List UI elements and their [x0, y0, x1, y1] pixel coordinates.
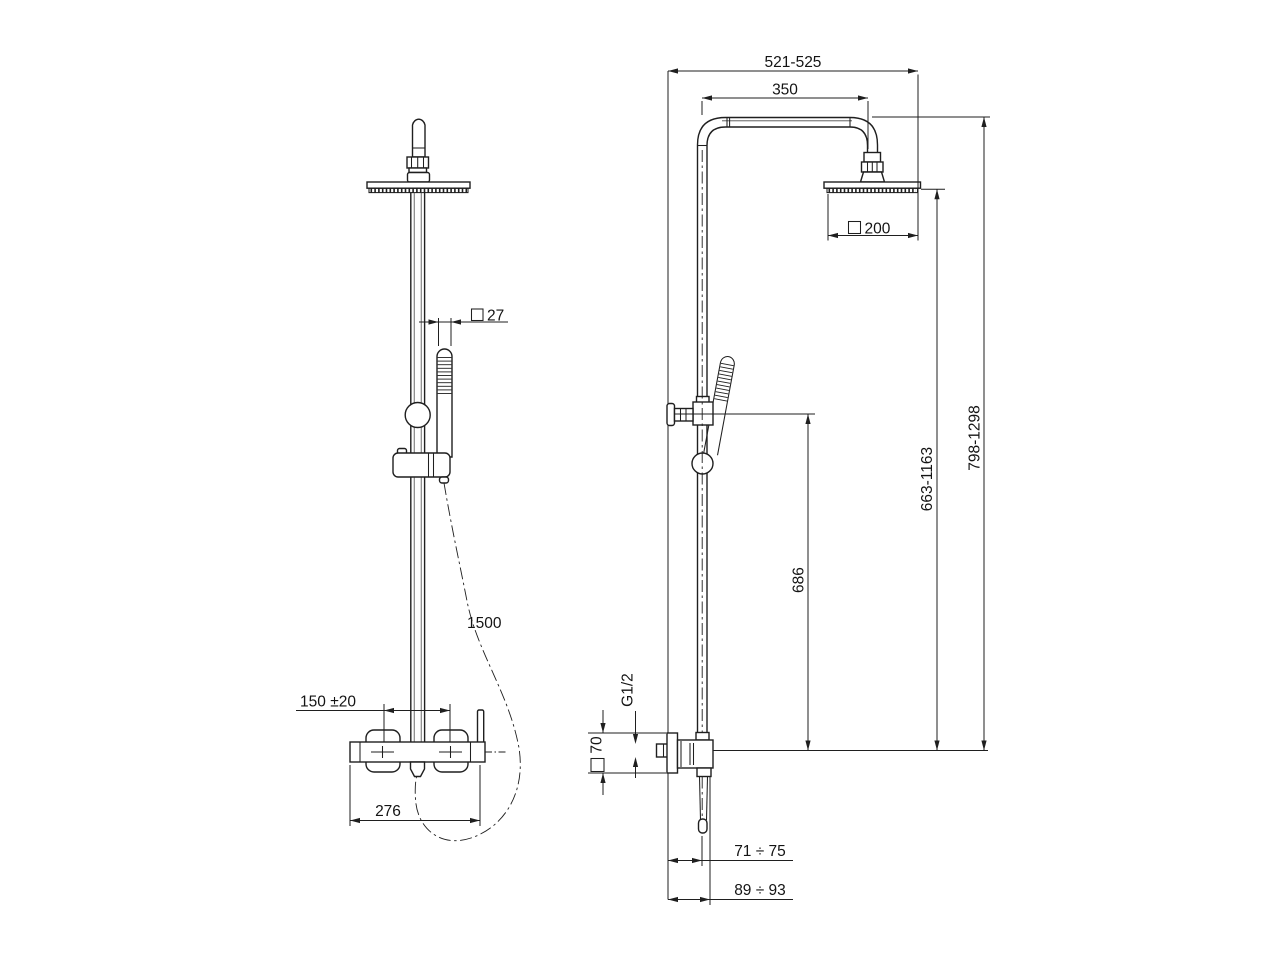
dim-label: 70 — [589, 736, 606, 754]
arch-outer — [696, 116, 879, 733]
escutcheon-side — [666, 732, 679, 774]
dim-hand-shower-size: 27 — [419, 308, 508, 346]
dim-escutcheon-size: 70 — [588, 710, 666, 795]
arch-inner — [706, 126, 869, 733]
dim-diverter-height: 686 — [675, 413, 815, 751]
dim-wall-distance-hose: 71 ÷ 75 — [668, 836, 793, 866]
dim-head-size: 200 — [827, 194, 918, 241]
dim-inlet-spacing: 150 ±20 — [296, 694, 450, 714]
knob-stem — [673, 407, 694, 422]
square-symbol — [847, 220, 862, 235]
dim-inlet-thread: G1/2 — [620, 673, 639, 778]
dim-label: G1/2 — [620, 673, 637, 707]
mixer-outlet-spout — [409, 761, 426, 778]
riser-union — [695, 731, 710, 741]
dim-wall-distance-column: 89 ÷ 93 — [668, 777, 793, 905]
square-symbol — [590, 757, 605, 773]
dim-label: 663-1163 — [919, 447, 936, 511]
inlet-pipe — [655, 743, 669, 758]
dim-label: 150 ±20 — [300, 694, 356, 711]
hand-shower-grip-hatch — [437, 357, 452, 394]
holder-bracket-front — [392, 452, 451, 478]
hose-length-label: 1500 — [467, 615, 502, 632]
mixer-body-side — [676, 739, 714, 769]
dim-label: 89 ÷ 93 — [734, 882, 786, 899]
arm-end — [411, 118, 426, 158]
dim-head-height: 663-1163 — [919, 188, 945, 751]
dim-label: 686 — [791, 567, 808, 593]
dim-arm-reach: 350 — [701, 82, 869, 149]
hand-shower-side — [703, 355, 735, 456]
front-view — [349, 118, 521, 842]
square-symbol — [470, 308, 484, 322]
side-view — [655, 71, 922, 900]
head-collar-side — [859, 171, 886, 183]
dim-label: 350 — [772, 82, 798, 99]
hose-nipple — [438, 476, 450, 484]
mixer-body-front — [349, 741, 486, 763]
cross-knob — [666, 402, 676, 427]
hose-outlet — [696, 767, 712, 778]
dim-label: 71 ÷ 75 — [734, 843, 786, 860]
dim-label: 200 — [865, 221, 891, 238]
dim-mixer-width: 276 — [349, 765, 481, 826]
dim-label: 521-525 — [765, 54, 822, 71]
dim-label: 27 — [487, 308, 504, 325]
overhead-shower-front — [366, 181, 471, 189]
mixer-lever — [476, 709, 485, 745]
dim-label: 798-1298 — [967, 405, 984, 471]
swivel-nut-side — [863, 151, 882, 163]
overhead-shower-side — [823, 181, 922, 189]
head-collar — [406, 171, 431, 183]
inlet-center-marks — [371, 746, 506, 758]
dim-column-height: 798-1298 — [872, 116, 990, 751]
hand-shower-hose — [414, 482, 521, 842]
slider-knob-front — [404, 401, 431, 429]
dimensions: 521-525 350 200 27 1500 — [296, 54, 990, 905]
dim-label: 276 — [375, 803, 401, 820]
dim-top-width: 521-525 — [668, 54, 919, 241]
hose-end — [697, 818, 708, 834]
hand-shower-front — [436, 348, 453, 458]
